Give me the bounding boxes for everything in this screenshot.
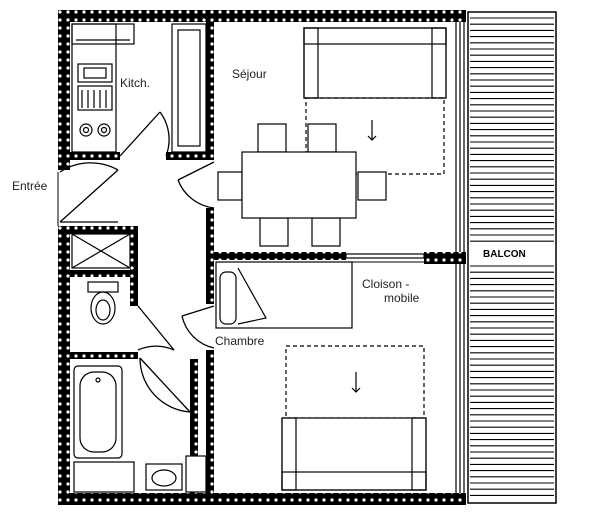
chair-icon bbox=[257, 123, 287, 153]
exterior-walls bbox=[58, 10, 466, 505]
wall-toilet-right bbox=[130, 226, 138, 306]
interior-walls bbox=[58, 22, 346, 493]
bathroom-door bbox=[139, 357, 191, 413]
chair-icon bbox=[217, 171, 243, 201]
doors bbox=[57, 111, 215, 413]
sliding-partition bbox=[345, 253, 425, 263]
chair-icon bbox=[259, 217, 289, 247]
wall-bath-right bbox=[190, 359, 198, 493]
wall-left-upper bbox=[58, 10, 70, 170]
label-balcony: BALCON bbox=[483, 249, 526, 260]
chair-icon bbox=[307, 123, 337, 153]
label-kitchen: Kitch. bbox=[120, 76, 150, 90]
sejour-door bbox=[177, 161, 215, 209]
bathtub bbox=[73, 365, 123, 459]
dishrack-icon bbox=[77, 85, 113, 111]
washing-machine bbox=[185, 455, 207, 493]
chambre-door bbox=[181, 305, 215, 349]
dining-table bbox=[241, 151, 357, 219]
wall-kitchen-bottom bbox=[58, 152, 120, 160]
stove-burner-icon bbox=[97, 123, 111, 137]
wall-storage-toilet bbox=[70, 270, 138, 277]
label-living: Séjour bbox=[232, 67, 267, 81]
toilet-tank bbox=[87, 281, 119, 293]
bath-cabinet bbox=[73, 461, 135, 493]
chair-icon bbox=[357, 171, 387, 201]
label-partition-1: Cloison - bbox=[362, 277, 409, 291]
wardrobe bbox=[215, 261, 353, 329]
wall-right-mid bbox=[424, 252, 466, 264]
bedroom-rug bbox=[285, 345, 425, 419]
sofa bbox=[303, 27, 447, 99]
kitchen-door bbox=[119, 111, 170, 157]
toilet-door bbox=[137, 305, 175, 351]
kitchen-wall-cabinet bbox=[71, 23, 135, 45]
chair-icon bbox=[311, 217, 341, 247]
bed bbox=[281, 417, 427, 491]
wall-corridor-right-lower bbox=[206, 350, 214, 493]
stove-burner-icon bbox=[79, 123, 93, 137]
wall-bottom bbox=[58, 493, 466, 505]
wall-kitchen-bottom-right bbox=[166, 152, 212, 160]
wall-right-lower bbox=[454, 493, 466, 505]
wall-right-upper bbox=[454, 10, 466, 22]
kitchen-fixtures bbox=[71, 23, 207, 153]
wall-kitchen-sejour bbox=[206, 22, 214, 160]
entrance-door bbox=[57, 162, 119, 226]
wall-corridor-right bbox=[206, 208, 214, 304]
balcony-windows bbox=[455, 22, 465, 493]
bedroom-furniture bbox=[215, 261, 427, 491]
bathroom-fixtures bbox=[71, 233, 207, 493]
wall-toilet-bath bbox=[70, 352, 138, 359]
wall-sejour-chambre bbox=[214, 252, 346, 260]
tall-cabinet bbox=[171, 23, 207, 153]
label-bedroom: Chambre bbox=[215, 334, 265, 348]
wall-toilet-top bbox=[58, 226, 138, 234]
living-furniture bbox=[217, 27, 447, 247]
wall-left-lower bbox=[58, 226, 70, 505]
label-partition-2: mobile bbox=[384, 291, 420, 305]
wall-top bbox=[58, 10, 466, 22]
sink-icon bbox=[77, 63, 113, 83]
label-entrance: Entrée bbox=[12, 179, 48, 193]
